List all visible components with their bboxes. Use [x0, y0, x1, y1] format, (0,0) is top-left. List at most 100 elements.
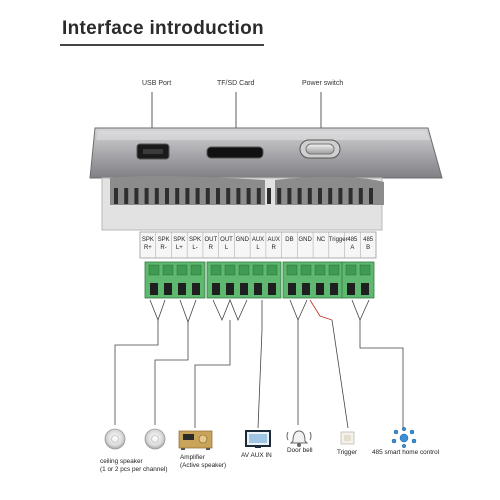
terminal-slot [254, 283, 262, 295]
terminal-screw [252, 264, 264, 276]
terminal-slot [347, 283, 355, 295]
terminal-slot [316, 283, 324, 295]
terminal-label: AUX L [251, 237, 265, 251]
housing-rib [226, 188, 231, 204]
terminal-label: DB [285, 237, 294, 243]
smart-home-icon [391, 426, 417, 449]
housing-rib [358, 188, 363, 204]
housing-rib [328, 188, 333, 204]
terminal-slot [268, 283, 276, 295]
wire-485 [359, 320, 404, 428]
terminal-dividers [155, 232, 361, 258]
terminal-screw [210, 264, 222, 276]
ceiling-speaker-2-icon [144, 428, 166, 450]
housing-rib [267, 188, 271, 204]
terminal-label: 485 A [347, 237, 358, 251]
housing-rib [114, 188, 118, 204]
terminal-slot [178, 283, 186, 295]
terminal-slot [361, 283, 369, 295]
terminal-screw [300, 264, 312, 276]
terminal-label: SPK L- [189, 237, 202, 251]
housing-rib [369, 188, 373, 204]
terminal-label: Trigger [328, 237, 348, 243]
usb-port-inner [143, 149, 163, 154]
terminal-label: SPK R- [157, 237, 170, 251]
terminal-label: OUT R [204, 237, 218, 251]
housing-rib [338, 188, 343, 204]
power-switch-label: Power switch [302, 80, 344, 87]
housing-rib [185, 188, 190, 204]
wire-spk-r-pair [149, 299, 166, 322]
terminal-slot [192, 283, 200, 295]
terminal-screw [162, 264, 174, 276]
trigger-icon [340, 431, 355, 445]
page-title: Interface introduction [62, 18, 264, 39]
terminal-label: SPK R+ [141, 237, 154, 251]
wire-trigger-red [309, 299, 333, 321]
doorbell-label: Door bell [287, 447, 313, 454]
doorbell-icon [286, 430, 312, 447]
housing-rib [205, 188, 210, 204]
tv-aux-icon [245, 430, 271, 448]
ceiling-speaker-1-icon [104, 428, 126, 450]
terminal-label: GND [235, 237, 249, 243]
terminal-screw [359, 264, 371, 276]
terminal-screw [148, 264, 160, 276]
terminal-label-strip [139, 231, 377, 259]
housing-rib [236, 188, 241, 204]
title-underline [60, 44, 264, 46]
housing-rib [124, 188, 129, 204]
housing-ribs [114, 188, 373, 204]
device-front-plate [89, 127, 443, 179]
amplifier-icon [178, 430, 213, 450]
terminal-blocks [144, 261, 375, 299]
terminal-slot [212, 283, 220, 295]
terminal-screw [314, 264, 326, 276]
amplifier-label: Amplifier (Active speaker) [180, 454, 227, 469]
terminal-slot [226, 283, 234, 295]
housing-rib [134, 188, 139, 204]
terminal-screw [238, 264, 250, 276]
terminal-label: NC [316, 237, 326, 243]
usb-port-label: USB Port [142, 80, 172, 87]
housing-rib [287, 188, 292, 204]
terminal-slot [330, 283, 338, 295]
wire-aux-in [257, 300, 263, 429]
terminal-label: SPK L+ [173, 237, 186, 251]
terminal-screw [286, 264, 298, 276]
housing-rib [175, 188, 180, 204]
smart-home-label: 485 smart home control [372, 449, 440, 456]
terminal-slot [288, 283, 296, 295]
wire-spk-l-pair [179, 299, 197, 324]
terminal-screw [190, 264, 202, 276]
housing-rib [165, 188, 169, 204]
wire-speaker-1 [114, 320, 159, 425]
terminal-label: 485 B [363, 237, 374, 251]
power-switch-button [305, 143, 335, 155]
terminal-label: AUX R [267, 237, 280, 251]
terminal-label: OUT L [220, 237, 233, 251]
trigger-label: Trigger [337, 449, 358, 456]
plate-highlight [96, 131, 430, 140]
terminal-label: GND [298, 237, 312, 243]
housing-rib [318, 188, 322, 204]
tf-card-slot [206, 146, 264, 159]
terminal-screw [328, 264, 340, 276]
terminal-slot [302, 283, 310, 295]
wire-amplifier [194, 320, 231, 428]
terminal-slot [150, 283, 158, 295]
wire-485-pair [351, 299, 370, 322]
housing-rib [348, 188, 353, 204]
wire-out-group [212, 298, 248, 322]
housing-rib [154, 188, 159, 204]
housing-rib [277, 188, 282, 204]
housing-rib [297, 188, 302, 204]
wire-speaker-2 [154, 322, 189, 425]
ceiling-speaker-label: ceiling speaker (1 or 2 pcs per channel) [100, 458, 168, 473]
wire-trigger [331, 319, 349, 429]
terminal-slot [164, 283, 172, 295]
terminal-slot [240, 283, 248, 295]
terminal-screw [345, 264, 357, 276]
terminal-screw [176, 264, 188, 276]
